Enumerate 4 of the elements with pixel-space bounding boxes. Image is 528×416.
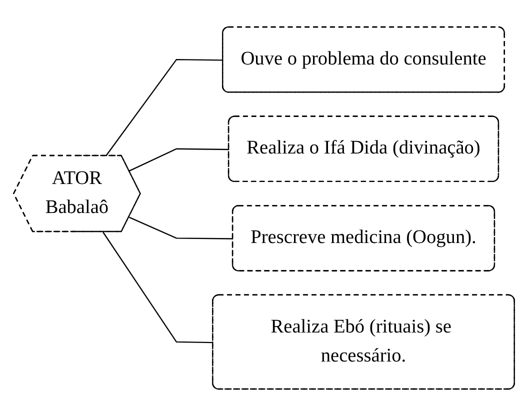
connector: [129, 216, 234, 240]
connector: [129, 148, 230, 172]
connector: [105, 58, 224, 156]
connector: [102, 232, 214, 344]
